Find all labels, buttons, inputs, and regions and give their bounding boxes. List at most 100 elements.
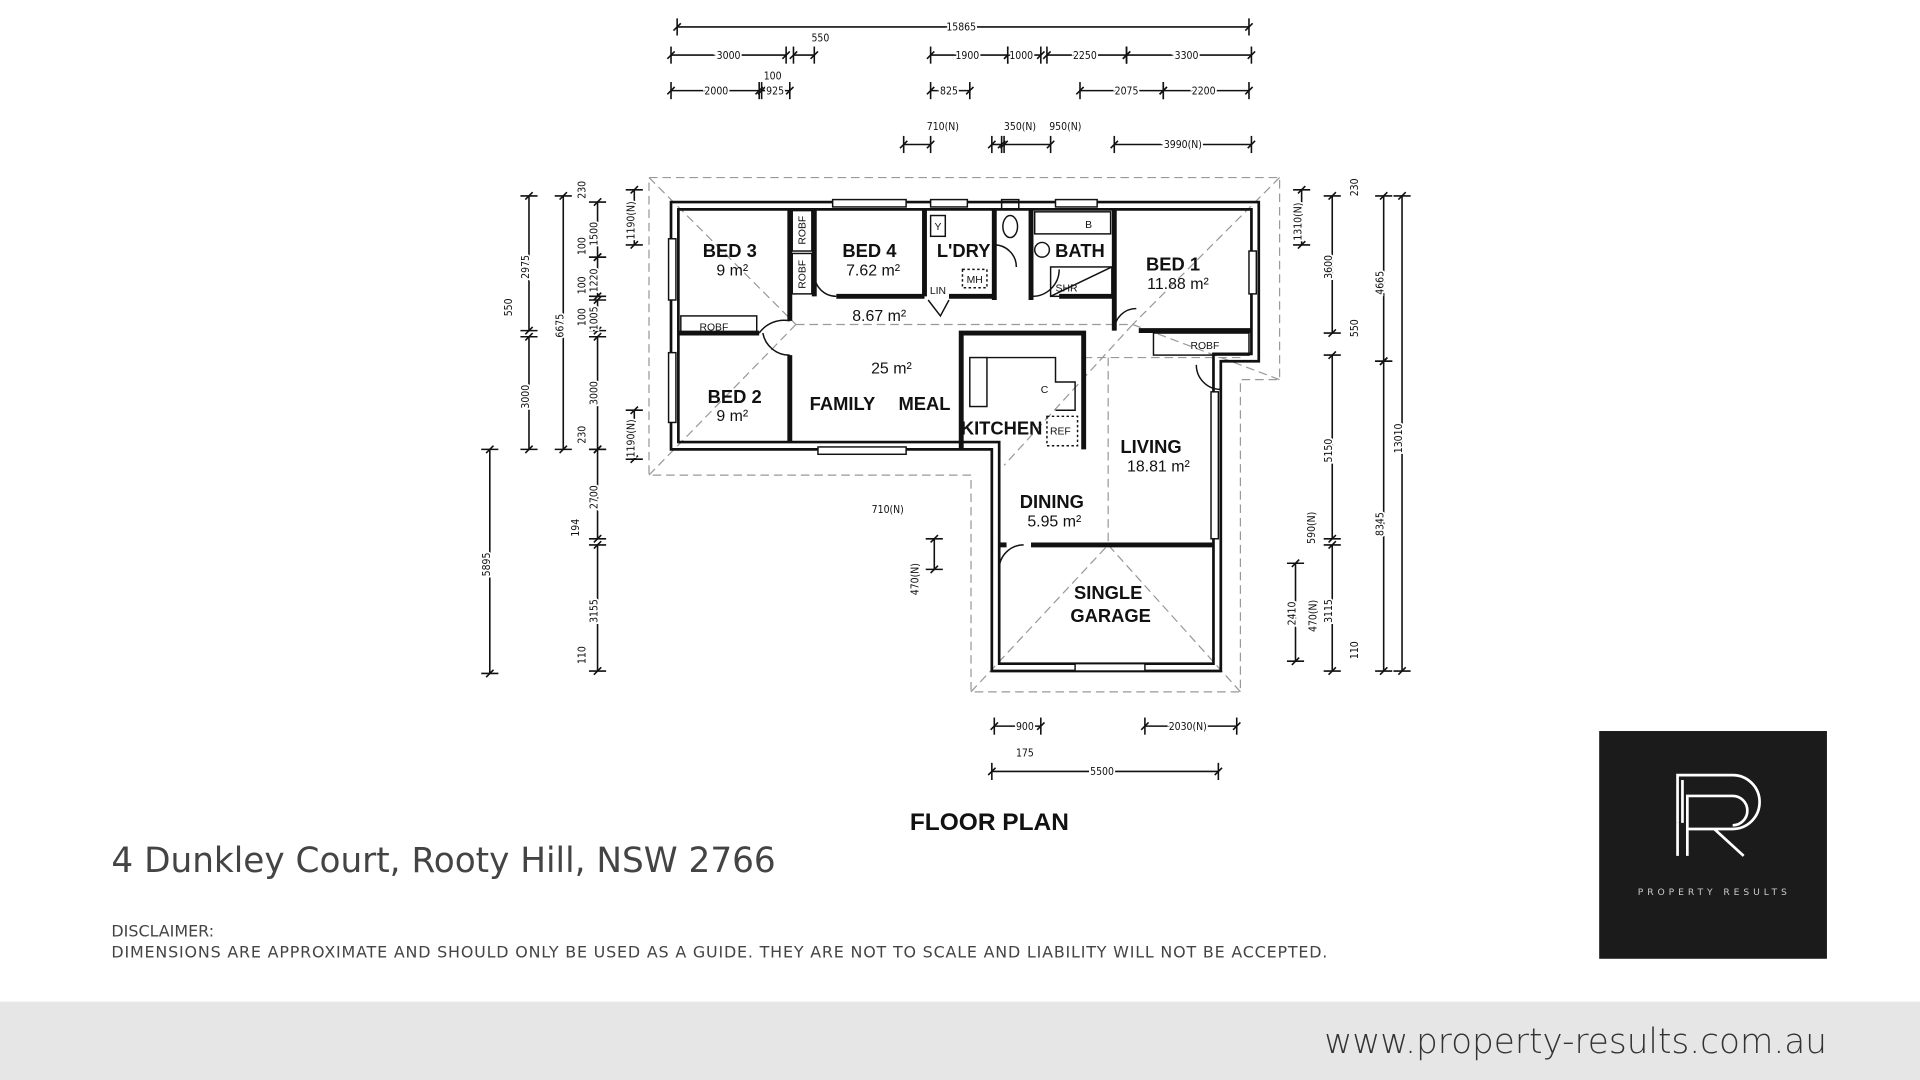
dimension-tick [1075, 86, 1085, 95]
dimension-label: 8345 [1375, 512, 1387, 536]
dimension-label: 550 [503, 298, 515, 316]
room-living-area: 18.81 m² [1127, 458, 1190, 475]
robe-label: ROBF [798, 216, 809, 245]
dimension-tick [926, 86, 935, 95]
dimension-tick [1003, 50, 1012, 60]
plan-title: FLOOR PLAN [910, 809, 1069, 836]
cooktop-label: C [1041, 385, 1049, 396]
dimension-tick [926, 140, 935, 149]
dimension-label: 710(N) [872, 504, 904, 516]
dimension-tick [1214, 767, 1223, 776]
dimension-label: 6675 [554, 314, 566, 338]
dimension-tick [1328, 540, 1337, 550]
dimension-tick [810, 50, 819, 60]
dimension-tick [485, 669, 495, 678]
dimension-label: 590(N) [1306, 512, 1318, 544]
dimension-label: 900 [1016, 721, 1034, 733]
room-bath: BATH [1055, 240, 1105, 261]
dimension-tick [1159, 86, 1168, 95]
dimension-tick [1328, 666, 1337, 676]
room-bed1-area: 11.88 m² [1147, 276, 1209, 293]
dimension-tick [1046, 140, 1055, 149]
dimension-label: 13010 [1393, 423, 1405, 453]
dimension-tick [593, 445, 602, 454]
dimension-label: 470(N) [1307, 600, 1319, 632]
footer-url[interactable]: www.property-results.com.au [1324, 1022, 1827, 1062]
dimension-tick [666, 50, 676, 60]
room-meal: MEAL [898, 393, 950, 414]
dimension-label: 5895 [481, 553, 493, 577]
dimension-label: 110 [1349, 641, 1361, 659]
property-address: 4 Dunkley Court, Rooty Hill, NSW 2766 [111, 841, 775, 881]
room-kitchen: KITCHEN [961, 418, 1043, 439]
dimension-label: 100 [576, 308, 588, 326]
dimension-label: 825 [940, 85, 958, 97]
dimension-label: 230 [1349, 178, 1361, 196]
dimension-tick [987, 140, 997, 149]
disclaimer-text: DIMENSIONS ARE APPROXIMATE AND SHOULD ON… [111, 943, 1327, 962]
dimension-label: 925 [766, 85, 784, 97]
dimension-label: 2200 [1192, 85, 1216, 97]
dimension-label: 1190(N) [625, 201, 637, 239]
dimension-label: 2975 [520, 255, 532, 279]
disclaimer-heading: DISCLAIMER: [111, 922, 214, 941]
dimension-tick [524, 445, 534, 454]
dimension-tick [1379, 356, 1388, 366]
pr-monogram-icon [1676, 773, 1761, 857]
dimension-label: 2700 [589, 485, 601, 509]
room-dining-area: 5.95 m² [1027, 514, 1081, 531]
dimension-label: 550 [811, 33, 829, 45]
dimension-tick [630, 454, 639, 464]
dimension-tick [1140, 721, 1150, 731]
dimension-tick [899, 140, 908, 149]
hall-area: 8.67 m² [852, 308, 906, 325]
dimension-label: 710(N) [927, 121, 959, 133]
dimension-tick [930, 565, 939, 574]
dimension-tick [559, 445, 568, 454]
dimension-tick [1036, 721, 1046, 731]
bathtub-label: B [1085, 220, 1092, 231]
dimension-tick [1122, 50, 1131, 60]
dimension-tick [990, 721, 999, 731]
room-bed2: BED 2 [708, 386, 762, 407]
dimension-tick [593, 332, 602, 341]
dimension-label: 100 [576, 276, 588, 294]
dimension-label: 2030(N) [1169, 721, 1207, 733]
dimension-label: 230 [576, 181, 588, 199]
dimension-tick [1379, 191, 1388, 201]
dimension-label: 1190(N) [625, 419, 637, 457]
dimension-label: 2250 [1073, 50, 1097, 62]
dimension-label: 1500 [589, 222, 601, 246]
dimension-label: 15865 [946, 22, 976, 34]
dimension-label: 5500 [1090, 766, 1114, 778]
dimension-tick [987, 767, 997, 776]
dimension-tick [524, 332, 534, 341]
robe-label: ROBF [1190, 341, 1219, 352]
room-living: LIVING [1120, 436, 1181, 457]
dimension-label: 1900 [955, 50, 979, 62]
dimension-tick [559, 191, 568, 201]
dimension-label: 2000 [704, 85, 728, 97]
dimension-label: 950(N) [1049, 121, 1081, 133]
dimension-label: 100 [576, 237, 588, 255]
room-garage-line2: GARAGE [1070, 605, 1151, 626]
dimension-label: 4665 [1375, 271, 1387, 295]
room-bed2-area: 9 m² [716, 408, 748, 425]
room-labels: BED 3 9 m² BED 4 7.62 m² L'DRY BATH BED … [699, 216, 1219, 626]
dimension-tick [999, 140, 1009, 149]
dimension-label: 350(N) [1004, 121, 1036, 133]
room-bed4: BED 4 [842, 240, 897, 261]
dimension-tick [593, 666, 602, 676]
dimension-tick [785, 86, 795, 95]
room-garage-line1: SINGLE [1074, 582, 1142, 603]
dimension-tick [1110, 140, 1119, 149]
dimension-tick [524, 326, 534, 335]
dimension-label: 230 [576, 426, 588, 444]
dimension-tick [965, 86, 975, 95]
robe-label: ROBF [798, 260, 809, 289]
dimension-tick [930, 534, 939, 544]
dryer-label: Y [934, 222, 941, 233]
dimension-tick [926, 50, 935, 60]
dimension-label: 5150 [1323, 439, 1335, 463]
